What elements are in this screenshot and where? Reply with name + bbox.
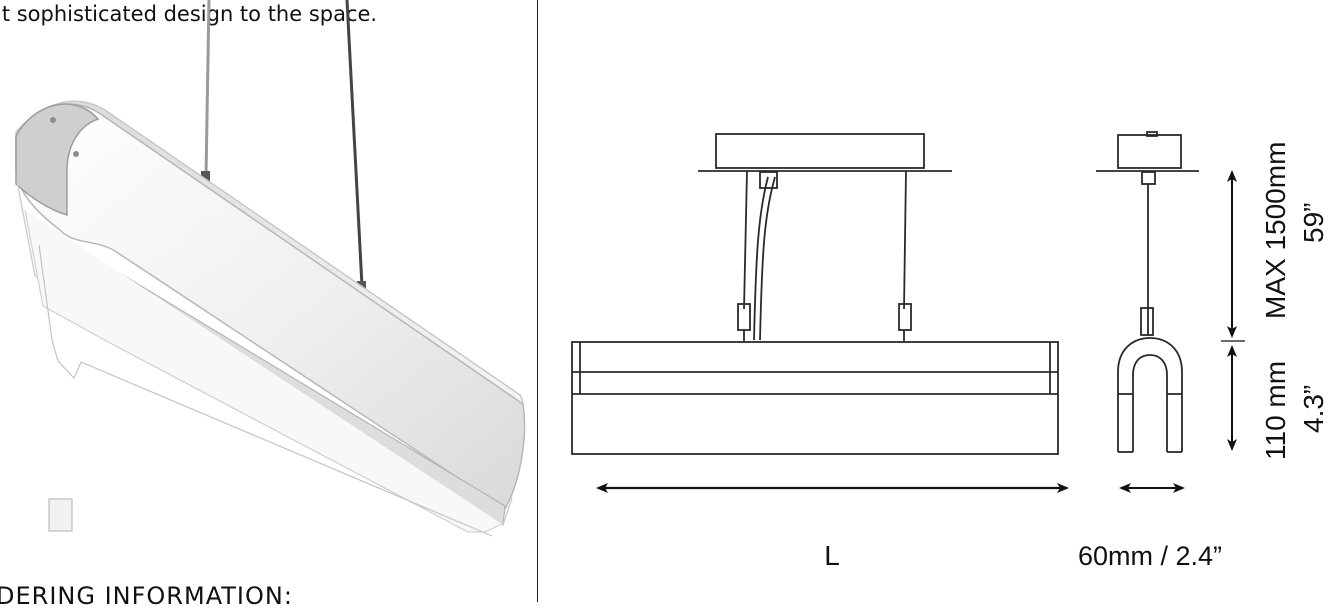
diffuser-lower-lip (38, 244, 493, 537)
side-gripper (1140, 307, 1154, 336)
diffuser-bottom-edge (24, 209, 503, 533)
height-mm-label: 110 mm (1260, 361, 1291, 460)
canopy-box (715, 133, 925, 169)
front-cable-left (743, 170, 748, 310)
front-power-cord-outline (759, 176, 776, 341)
front-elevation-drawing (571, 133, 1059, 455)
front-gripper-right (898, 303, 912, 331)
fixture-end-cap (15, 103, 100, 217)
suspension-mm-label: MAX 1500mm (1260, 142, 1291, 319)
front-power-cord (753, 176, 769, 341)
intro-text: it sophisticated design to the space. (0, 2, 378, 26)
front-connector-body (759, 171, 778, 189)
side-u-profile-inner (1132, 354, 1168, 452)
width-label: 60mm / 2.4” (1078, 541, 1222, 571)
end-cap-screw-bottom (73, 151, 79, 157)
side-connector (1141, 171, 1156, 185)
side-elevation-drawing (1096, 131, 1199, 453)
diffuser-tail-block (48, 498, 73, 532)
side-canopy-box (1117, 134, 1182, 169)
column-divider (537, 0, 538, 602)
side-u-profile-outer (1117, 337, 1183, 452)
end-cap-screw-top (50, 117, 56, 123)
suspension-cable-right (345, 0, 364, 287)
suspension-cable-left (204, 0, 211, 177)
front-fixture-outline (571, 341, 1059, 455)
height-in-label: 4.3” (1298, 385, 1329, 433)
front-cable-right (903, 170, 907, 310)
side-canopy-top-tab (1146, 131, 1158, 137)
suspension-in-label: 59” (1298, 203, 1329, 243)
pendant-product-render (15, 0, 526, 537)
length-label: L (824, 540, 840, 571)
